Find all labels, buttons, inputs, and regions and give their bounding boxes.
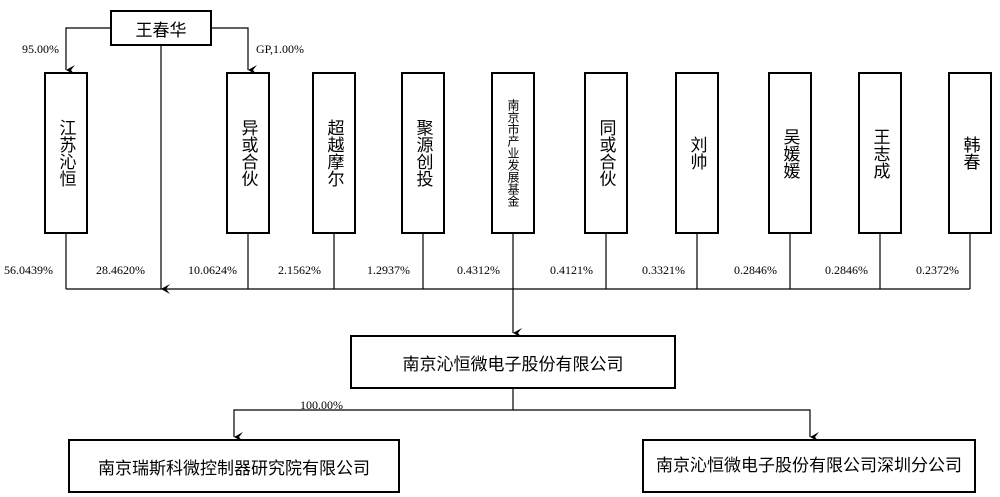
share-label: 56.0439%	[4, 263, 53, 277]
shareholder-name: 韩春	[959, 136, 980, 170]
shareholder-box: 刘帅	[675, 72, 719, 234]
share-label: 0.2846%	[825, 263, 868, 277]
share-label: 0.3321%	[642, 263, 685, 277]
shareholder-name: 聚源创投	[412, 119, 433, 187]
shareholder-name: 南京市产业发展基金	[506, 99, 520, 207]
subsidiary-name: 南京瑞斯科微控制器研究院有限公司	[98, 458, 370, 479]
shareholder-box: 吴媛媛	[768, 72, 812, 234]
subsidiary-box: 南京瑞斯科微控制器研究院有限公司	[68, 439, 400, 493]
shareholder-box: 江苏沁恒	[44, 72, 88, 234]
owner-to-yihuo-share: GP,1.00%	[256, 42, 305, 56]
shareholder-box: 超越摩尔	[312, 72, 356, 234]
owner-box: 王春华	[110, 10, 212, 46]
share-label: 0.2372%	[916, 263, 959, 277]
company-name: 南京沁恒微电子股份有限公司	[402, 354, 624, 375]
shareholder-box: 王志成	[858, 72, 902, 234]
owner-name: 王春华	[135, 20, 187, 41]
company-box: 南京沁恒微电子股份有限公司	[350, 335, 676, 389]
share-label: 1.2937%	[367, 263, 410, 277]
shareholder-box: 聚源创投	[401, 72, 445, 234]
shareholder-name: 江苏沁恒	[55, 119, 76, 187]
shareholder-name: 王志成	[869, 127, 890, 179]
shareholder-box: 异或合伙	[226, 72, 270, 234]
shareholder-box: 韩春	[948, 72, 992, 234]
share-label: 0.2846%	[734, 263, 777, 277]
share-label: 0.4312%	[457, 263, 500, 277]
owner-direct-share: 28.4620%	[96, 263, 145, 277]
subsidiary-box: 南京沁恒微电子股份有限公司深圳分公司	[642, 439, 976, 493]
share-label: 0.4121%	[550, 263, 593, 277]
shareholder-box: 同或合伙	[584, 72, 628, 234]
shareholder-name: 同或合伙	[595, 119, 616, 187]
subsidiary-share: 100.00%	[300, 398, 343, 412]
owner-to-jiangsu-share: 95.00%	[22, 42, 59, 56]
shareholder-name: 吴媛媛	[779, 127, 800, 179]
share-label: 2.1562%	[278, 263, 321, 277]
shareholder-name: 刘帅	[686, 136, 707, 170]
subsidiary-name: 南京沁恒微电子股份有限公司深圳分公司	[656, 455, 962, 476]
share-label: 10.0624%	[188, 263, 237, 277]
shareholder-name: 超越摩尔	[323, 119, 344, 187]
shareholder-name: 异或合伙	[237, 119, 258, 187]
shareholder-box: 南京市产业发展基金	[491, 72, 535, 234]
